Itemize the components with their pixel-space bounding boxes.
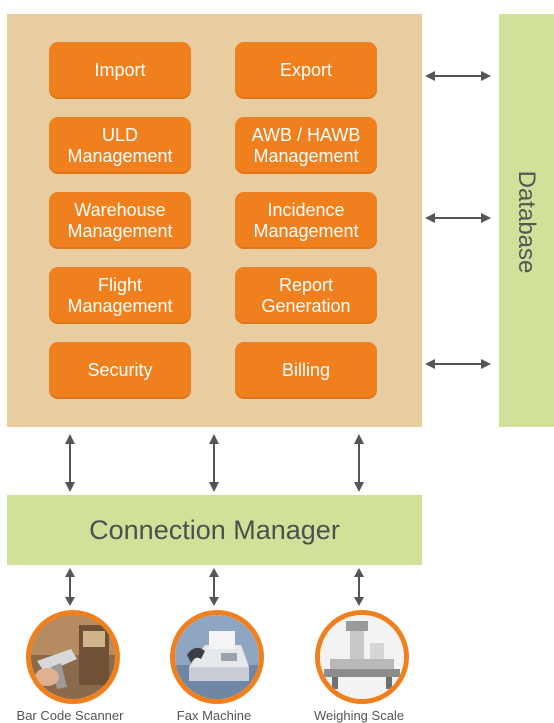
device-label-bar-code-scanner: Bar Code Scanner <box>16 708 124 723</box>
module-import: Import <box>49 42 191 99</box>
database-box <box>499 14 554 427</box>
database-label: Database <box>513 170 540 274</box>
double-arrow-icon <box>209 568 219 606</box>
module-security: Security <box>49 342 191 399</box>
double-arrow-icon <box>65 434 75 492</box>
double-arrow-icon <box>209 434 219 492</box>
double-arrow-icon <box>354 434 364 492</box>
module-billing: Billing <box>235 342 377 399</box>
double-arrow-icon <box>425 71 491 81</box>
double-arrow-icon <box>425 213 491 223</box>
double-arrow-icon <box>65 568 75 606</box>
connection-manager-label: Connection Manager <box>89 514 340 545</box>
barcode-scanner-icon <box>26 610 120 704</box>
device-label-fax-machine: Fax Machine <box>176 708 252 723</box>
double-arrow-icon <box>354 568 364 606</box>
module-export: Export <box>235 42 377 99</box>
fax-machine-icon <box>170 610 264 704</box>
double-arrow-icon <box>425 359 491 369</box>
device-label-weighing-scale: Weighing Scale <box>313 708 405 723</box>
weighing-scale-icon <box>315 610 409 704</box>
connection-manager-box: Connection Manager <box>7 495 422 565</box>
